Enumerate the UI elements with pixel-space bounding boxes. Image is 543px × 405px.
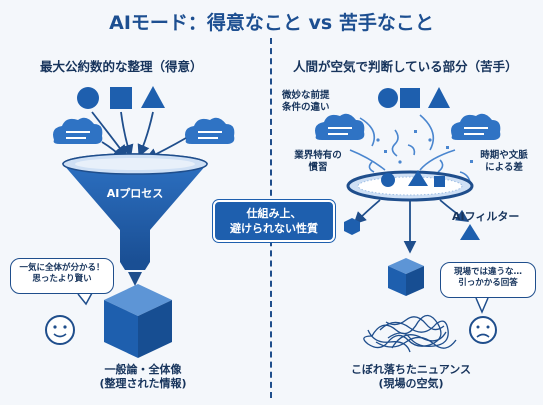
label-subtle-conditions: 微妙な前提 条件の違い <box>282 90 330 114</box>
left-result-line2: (整理された情報) <box>99 377 187 390</box>
right-result-line1: こぼれ落ちたニュアンス <box>350 363 472 376</box>
center-note-line1: 仕組み上、 <box>246 207 302 220</box>
cloud-icon <box>315 113 365 140</box>
ai-funnel <box>62 153 208 270</box>
square-icon <box>400 88 420 108</box>
right-input-icons <box>315 87 501 140</box>
funnel-label: AIプロセス <box>106 187 164 200</box>
cube-icon <box>104 284 172 358</box>
left-result-line1: 一般論・全体像 <box>104 363 182 376</box>
frowning-user-icon <box>469 316 497 344</box>
left-input-icons <box>53 86 235 161</box>
right-result-label: こぼれ落ちたニュアンス (現場の空気) <box>336 363 486 391</box>
label-subtle-line1: 微妙な前提 <box>282 90 330 101</box>
triangle-icon <box>460 224 480 240</box>
left-speech-bubble: 一気に全体が分かる！ 思ったより賢い <box>10 258 114 294</box>
right-bubble-line1: 現場では違うな… <box>453 267 522 277</box>
right-heading: 人間が空気で判断している部分（苦手） <box>293 59 518 74</box>
cube-icon <box>388 258 424 296</box>
center-note-line2: 避けられない性質 <box>230 222 318 235</box>
circle-icon <box>378 88 398 108</box>
triangle-icon <box>428 87 450 108</box>
label-time-line2: による差 <box>485 162 523 173</box>
label-industry-practice: 業界特有の 慣習 <box>283 150 353 174</box>
filter-label: AIフィルター <box>452 210 520 223</box>
right-result-line2: (現場の空気) <box>378 377 444 390</box>
hexagon-icon <box>344 218 360 235</box>
tangled-nuance-scribble <box>363 314 457 353</box>
page-title: AIモード：得意なこと vs 苦手なこと <box>109 12 434 34</box>
smiling-user-icon <box>45 315 75 345</box>
square-icon <box>110 87 132 109</box>
cloud-icon <box>185 117 235 144</box>
ai-filter-disc <box>346 170 474 202</box>
left-heading: 最大公約数的な整理（得意） <box>40 59 203 74</box>
circle-icon <box>77 87 99 109</box>
cloud-icon <box>451 113 501 140</box>
center-note-box: 仕組み上、 避けられない性質 <box>213 200 335 242</box>
label-subtle-line2: 条件の違い <box>282 102 330 113</box>
label-industry-line2: 慣習 <box>308 162 328 173</box>
triangle-icon <box>141 86 165 108</box>
label-industry-line1: 業界特有の <box>294 150 342 161</box>
label-time-context: 時期や文脈 による差 <box>470 150 538 174</box>
right-speech-bubble: 現場では違うな… 引っかかる回答 <box>440 262 536 298</box>
left-bubble-line2: 思ったより賢い <box>32 274 92 284</box>
cloud-icon <box>53 117 103 144</box>
left-bubble-line1: 一気に全体が分かる！ <box>19 263 105 273</box>
left-result-label: 一般論・全体像 (整理された情報) <box>88 363 198 391</box>
right-bubble-line2: 引っかかる回答 <box>458 278 518 288</box>
label-time-line1: 時期や文脈 <box>480 150 528 161</box>
